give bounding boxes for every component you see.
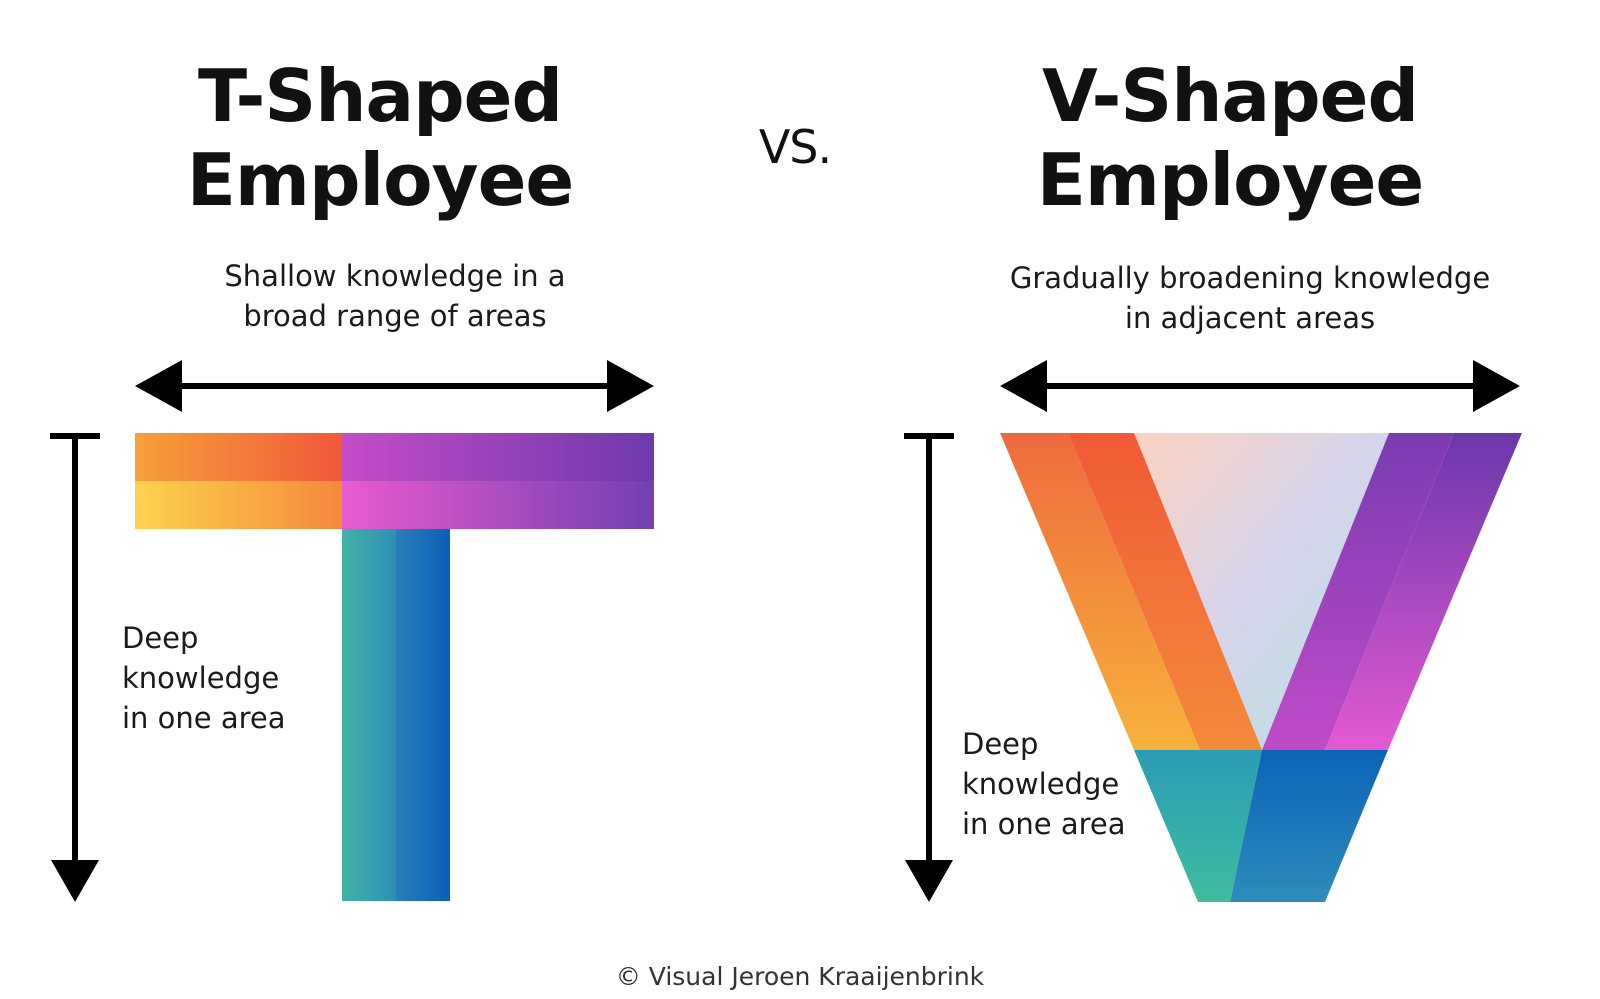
t-title-line1: T-Shaped: [197, 54, 563, 138]
t-depth-line3: in one area: [122, 701, 286, 735]
v-title-line2: Employee: [1036, 138, 1425, 222]
t-breadth-description: Shallow knowledge in a broad range of ar…: [160, 256, 630, 336]
v-breadth-arrow: [1000, 360, 1520, 412]
v-breadth-line2: in adjacent areas: [1124, 301, 1376, 335]
t-breadth-arrow: [135, 360, 654, 412]
t-breadth-line2: broad range of areas: [243, 299, 547, 333]
versus-label: VS.: [758, 120, 832, 174]
t-depth-arrow: [50, 433, 100, 902]
v-depth-arrow: [904, 433, 954, 902]
t-shaped-title: T-Shaped Employee: [130, 54, 630, 222]
v-depth-line1: Deep: [962, 727, 1039, 761]
v-title-line1: V-Shaped: [1042, 54, 1419, 138]
t-shape: [135, 433, 654, 901]
t-depth-line2: knowledge: [122, 661, 280, 695]
t-depth-line1: Deep: [122, 621, 199, 655]
t-depth-description: Deep knowledge in one area: [122, 618, 286, 738]
v-breadth-description: Gradually broadening knowledge in adjace…: [980, 258, 1520, 338]
t-breadth-line1: Shallow knowledge in a: [224, 259, 566, 293]
v-breadth-line1: Gradually broadening knowledge: [1009, 261, 1491, 295]
v-depth-description: Deep knowledge in one area: [962, 724, 1126, 844]
v-depth-line3: in one area: [962, 807, 1126, 841]
v-depth-line2: knowledge: [962, 767, 1120, 801]
v-shaped-title: V-Shaped Employee: [970, 54, 1490, 222]
v-shape: [1000, 433, 1522, 902]
t-title-line2: Employee: [186, 138, 575, 222]
copyright-credit: © Visual Jeroen Kraaijenbrink: [615, 962, 985, 991]
